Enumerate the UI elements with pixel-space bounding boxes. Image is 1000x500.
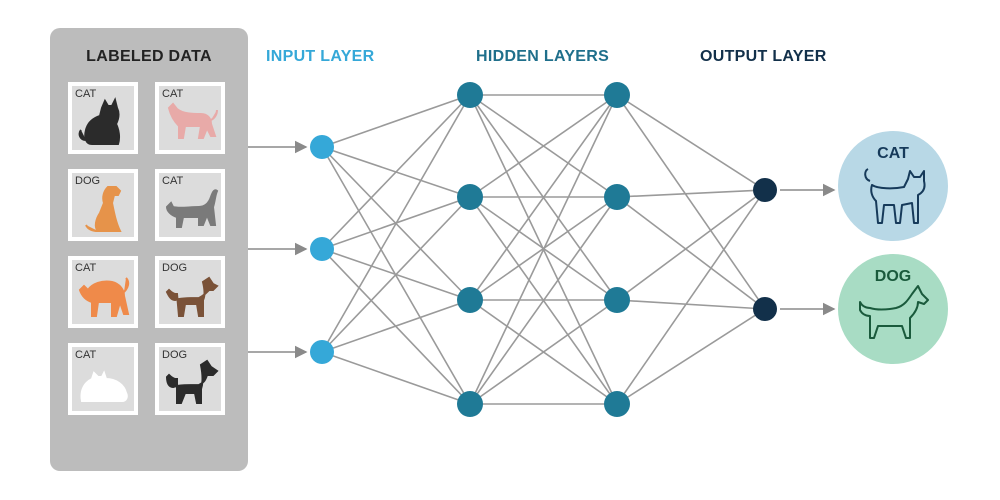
- labeled-data-panel: LABELED DATA CAT CAT DOG CAT CAT DOG: [50, 28, 248, 471]
- cat-outline-icon: [864, 168, 926, 224]
- cell-label: CAT: [75, 262, 97, 274]
- input-node: [310, 340, 334, 364]
- connection-line: [616, 189, 766, 198]
- cat-lying-icon: [80, 370, 128, 402]
- hidden-node: [457, 391, 483, 417]
- dog-sitting-icon: [85, 186, 122, 232]
- output-cat-label: CAT: [877, 145, 909, 162]
- connection-line: [321, 351, 471, 405]
- input-layer-label: INPUT LAYER: [266, 48, 375, 65]
- cell-label: CAT: [75, 88, 97, 100]
- connection-line: [321, 94, 471, 148]
- output-node: [753, 178, 777, 202]
- output-node: [753, 297, 777, 321]
- connection-line: [616, 189, 766, 405]
- connection-line: [616, 308, 766, 405]
- connection-line: [469, 299, 618, 405]
- data-cell-8: DOG: [155, 343, 225, 415]
- hidden-node: [604, 184, 630, 210]
- connection-line: [321, 196, 471, 353]
- connection-line: [321, 94, 471, 250]
- connection-line: [616, 94, 766, 310]
- hidden-node: [604, 287, 630, 313]
- data-cell-4: CAT: [155, 169, 225, 241]
- data-cell-3: DOG: [68, 169, 138, 241]
- input-node: [310, 237, 334, 261]
- dog-outline-icon: [859, 285, 929, 339]
- labeled-data-title: LABELED DATA: [86, 48, 212, 65]
- hidden-layers-label: HIDDEN LAYERS: [476, 48, 610, 65]
- hidden-node: [457, 82, 483, 108]
- dog-standing-icon: [165, 276, 219, 317]
- data-cell-2: CAT: [155, 82, 225, 154]
- hidden-node: [457, 184, 483, 210]
- output-layer-label: OUTPUT LAYER: [700, 48, 827, 65]
- output-dog-circle: DOG: [838, 254, 948, 364]
- dog-black-icon: [165, 359, 219, 404]
- cell-label: CAT: [162, 88, 184, 100]
- hidden-node: [604, 82, 630, 108]
- output-cat-circle: CAT: [838, 131, 948, 241]
- cell-label: DOG: [75, 175, 101, 187]
- connection-line: [469, 94, 618, 301]
- connection-line: [469, 94, 618, 405]
- connection-line: [616, 94, 766, 191]
- cat-sitting-icon: [78, 97, 121, 145]
- connection-line: [469, 94, 618, 198]
- data-cell-1: CAT: [68, 82, 138, 154]
- connection-line: [321, 94, 471, 353]
- connection-line: [469, 196, 618, 405]
- input-node: [310, 135, 334, 159]
- data-cell-6: DOG: [155, 256, 225, 328]
- hidden-node: [604, 391, 630, 417]
- connection-line: [321, 299, 471, 353]
- connection-line: [616, 196, 766, 310]
- cell-label: DOG: [162, 262, 188, 274]
- cat-standing-icon: [167, 102, 218, 139]
- data-cell-5: CAT: [68, 256, 138, 328]
- hidden-node: [457, 287, 483, 313]
- connection-line: [616, 299, 766, 310]
- output-dog-label: DOG: [874, 268, 912, 285]
- data-cell-7: CAT: [68, 343, 138, 415]
- cat-walking-icon: [165, 189, 219, 228]
- cat-arched-icon: [78, 277, 130, 317]
- cell-label: CAT: [75, 349, 97, 361]
- cell-label: DOG: [162, 349, 188, 361]
- connection-line: [616, 189, 766, 301]
- cell-label: CAT: [162, 175, 184, 187]
